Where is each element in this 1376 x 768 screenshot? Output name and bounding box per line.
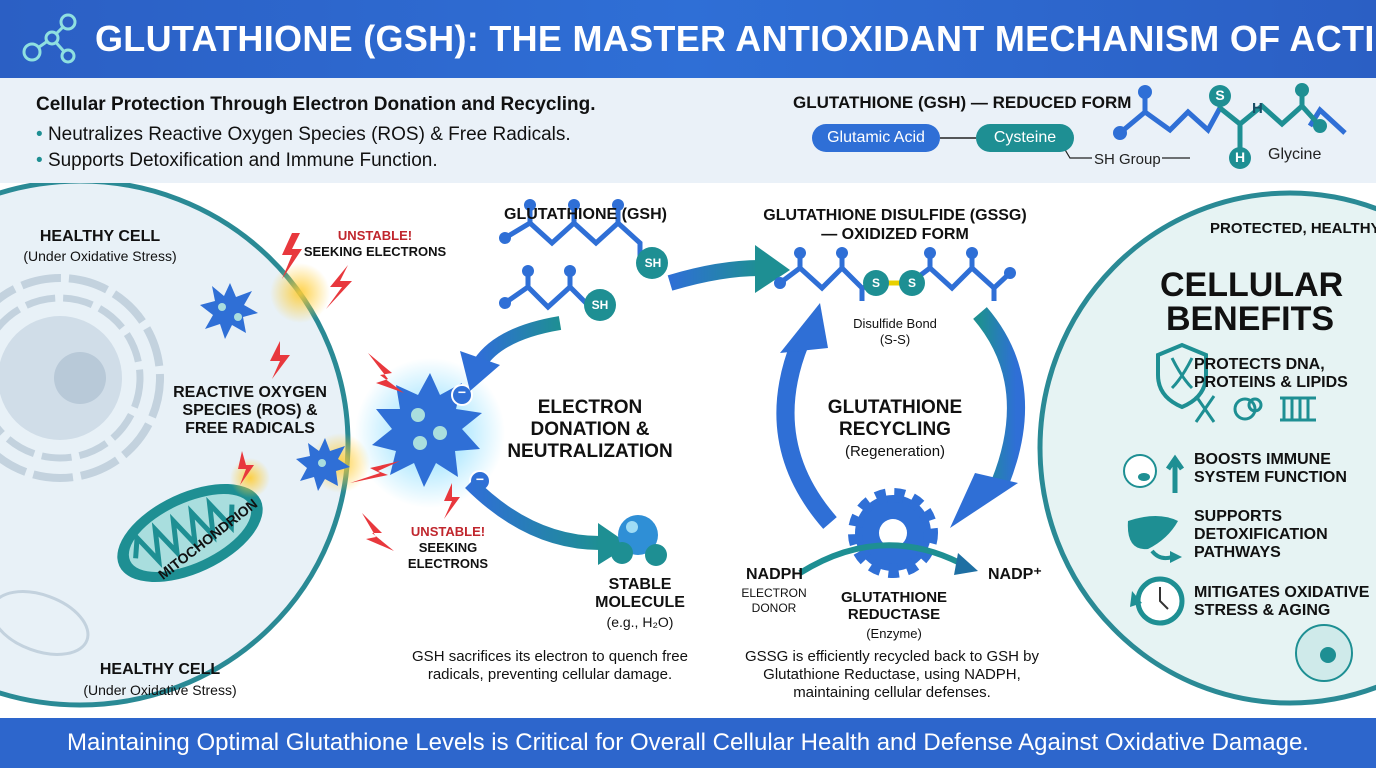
- recycling-arrow-up: [776, 339, 837, 529]
- structure-title: GLUTATHIONE (GSH) — REDUCED FORM: [793, 93, 1132, 112]
- hydrogen-atom-icon: [1229, 147, 1251, 169]
- unstable-label-bottom: UNSTABLE!SEEKING ELECTRONS: [407, 524, 489, 571]
- shield-dna-icon: [1156, 342, 1208, 410]
- intro-heading: Cellular Protection Through Electron Don…: [36, 94, 596, 115]
- lightning-icon: [238, 233, 460, 551]
- nucleus-icon: [0, 274, 164, 482]
- sulfur-atom-icon: [1209, 85, 1231, 107]
- stable-molecule-title: STABLE MOLECULE: [595, 576, 685, 611]
- nadph-label: NADPH: [746, 566, 803, 583]
- gssg-molecule-icon: [778, 253, 1012, 301]
- gsh-label: GLUTATHIONE (GSH): [504, 206, 667, 223]
- left-cell-title: HEALTHY CELL: [39, 228, 161, 245]
- unstable-label-top: UNSTABLE!SEEKING ELECTRONS: [303, 228, 447, 259]
- stable-molecule-icon: [611, 515, 667, 566]
- electron-label: −: [475, 471, 485, 487]
- s-label: S: [907, 276, 916, 290]
- enzyme-sublabel: (Enzyme): [866, 626, 922, 641]
- biomolecules-icon: [1194, 395, 1316, 423]
- free-radical-icon: [296, 438, 350, 491]
- gsh-structure-diagram: [940, 83, 1347, 169]
- glutamic-acid-pill: Glutamic Acid: [812, 124, 940, 152]
- s-label: S: [871, 276, 880, 290]
- mitochondrion-icon: [117, 484, 263, 582]
- enzyme-label: GLUTATHIONE REDUCTASE: [840, 589, 948, 623]
- recycling-title: GLUTATHIONE RECYCLING: [827, 397, 963, 440]
- arrow-to-radical: [474, 316, 562, 368]
- footer-text: Maintaining Optimal Glutathione Levels i…: [67, 729, 1309, 756]
- electron-icon: [451, 384, 473, 406]
- header-bar: GLUTATHIONE (GSH): THE MASTER ANTIOXIDAN…: [0, 0, 1376, 78]
- intro-bullet: • Neutralizes Reactive Oxygen Species (R…: [36, 124, 571, 145]
- clock-icon: [1130, 576, 1185, 626]
- s-atom-label: S: [1215, 87, 1225, 103]
- protected-cell-label: PROTECTED, HEALTHY CELL: [1210, 220, 1376, 237]
- sh-label: SH: [644, 256, 662, 270]
- stable-molecule-example: (e.g., H₂O): [606, 614, 674, 630]
- benefit-item: PROTECTS DNA, PROTEINS & LIPIDS: [1194, 356, 1348, 391]
- sh-label: SH: [591, 298, 609, 312]
- arrow-to-gssg: [667, 260, 761, 291]
- disulfide-bond-label: Disulfide Bond (S-S): [853, 316, 937, 347]
- right-cell-membrane: [1037, 190, 1376, 706]
- enzyme-gear-icon: [848, 488, 938, 578]
- healthy-cell-icon: [1295, 624, 1353, 682]
- molecule-logo-icon: [22, 13, 77, 64]
- ros-label: REACTIVE OXYGEN SPECIES (ROS) & FREE RAD…: [173, 384, 327, 437]
- immune-cell-icon: [1123, 454, 1185, 493]
- h-atom-label: H: [1234, 149, 1246, 165]
- neutralization-caption: GSH sacrifices its electron to quench fr…: [412, 648, 688, 683]
- liver-icon: [1127, 516, 1182, 563]
- free-radical-icon: [200, 283, 258, 339]
- nadp-label: NADP⁺: [988, 566, 1042, 583]
- benefit-item: SUPPORTS DETOXIFICATION PATHWAYS: [1194, 508, 1328, 561]
- electron-label: −: [457, 384, 467, 400]
- benefits-title: CELLULAR BENEFITS: [1160, 266, 1344, 338]
- left-cell-title-bottom: HEALTHY CELL: [99, 661, 221, 678]
- recycling-subtitle: (Regeneration): [844, 443, 946, 460]
- left-cell-subtitle-bottom: (Under Oxidative Stress): [83, 682, 237, 698]
- cysteine-pill: Cysteine: [976, 124, 1074, 152]
- sh-group-label: SH Group: [1094, 151, 1161, 168]
- neutralization-title: ELECTRON DONATION & NEUTRALIZATION: [507, 397, 673, 462]
- intro-bullets: • Neutralizes Reactive Oxygen Species (R…: [36, 122, 571, 174]
- arrow-to-stable: [465, 478, 601, 550]
- benefit-item: BOOSTS IMMUNE SYSTEM FUNCTION: [1194, 451, 1347, 486]
- sh-atom-icon: [636, 247, 668, 279]
- recycling-caption: GSSG is efficiently recycled back to GSH…: [744, 648, 1039, 701]
- nadph-arrow: [798, 542, 962, 576]
- gssg-title: GLUTATHIONE DISULFIDE (GSSG) — OXIDIZED …: [763, 207, 1027, 243]
- benefit-item: MITIGATES OXIDATIVE STRESS & AGING: [1194, 584, 1370, 619]
- recycling-arrow-down: [973, 307, 1025, 487]
- nadph-sublabel: ELECTRON DONOR: [741, 586, 807, 615]
- page-title: GLUTATHIONE (GSH): THE MASTER ANTIOXIDAN…: [95, 18, 1376, 59]
- intro-bullet: • Supports Detoxification and Immune Fun…: [36, 150, 438, 171]
- sh-atom-icon: [584, 289, 616, 321]
- footer-bar: Maintaining Optimal Glutathione Levels i…: [0, 718, 1376, 768]
- mechanism-diagram: [0, 183, 1376, 708]
- h-atom-label-2: H: [1252, 100, 1263, 117]
- glycine-label: Glycine: [1268, 146, 1322, 163]
- intro-panel: Cellular Protection Through Electron Don…: [0, 78, 1376, 183]
- left-cell-subtitle: (Under Oxidative Stress): [23, 248, 177, 264]
